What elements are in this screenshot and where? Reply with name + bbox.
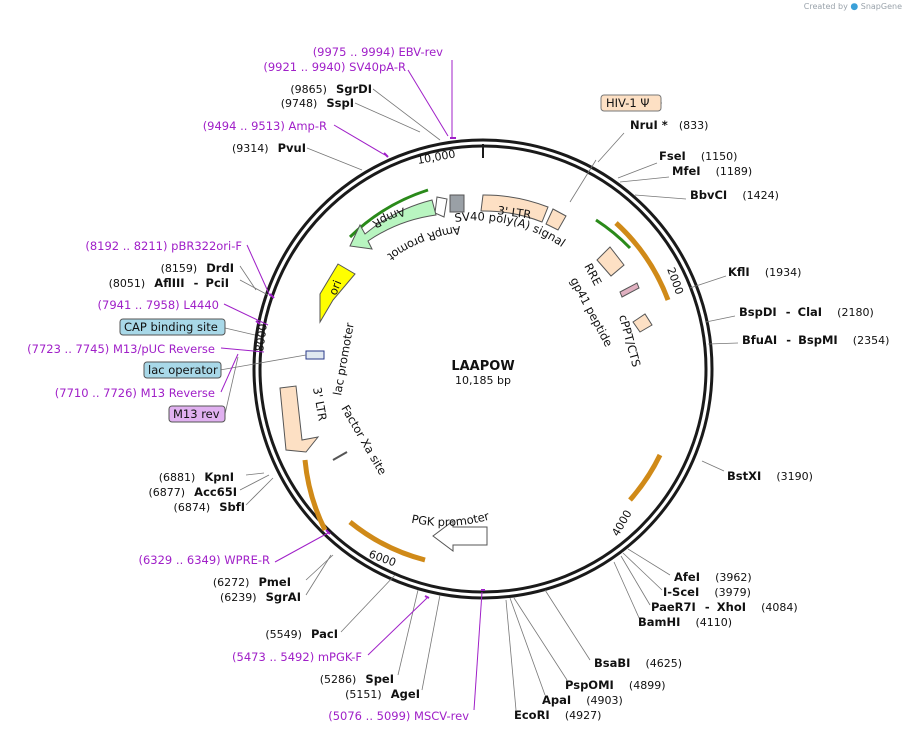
gray-feature — [449, 194, 465, 213]
site-afei: AfeI (3962) — [674, 566, 752, 585]
tick-label-10000: 10,000 — [416, 147, 456, 166]
site-paci: (5549) PacI — [265, 623, 338, 642]
site-spei: (5286) SpeI — [320, 668, 394, 687]
primer-mpgk-f: (5473 .. 5492) mPGK-F — [232, 650, 362, 664]
snapgene-brand: Created by ● SnapGene — [804, 2, 902, 12]
hiv1-psi-label: HIV-1 Ψ — [606, 96, 649, 110]
m13-rev-label: M13 rev — [173, 407, 220, 421]
green-arc-ampr — [348, 188, 429, 239]
primer-mscv-rev: (5076 .. 5099) MSCV-rev — [328, 709, 469, 723]
site-bspdi-clai: BspDI - ClaI (2180) — [739, 301, 874, 320]
feature-arcs — [302, 188, 671, 563]
orange-arc-2 — [628, 453, 663, 502]
boxed-label-m13rev: M13 rev — [168, 405, 226, 423]
brand-prefix: Created by — [803, 2, 848, 11]
boxed-label-lac-operator: lac operator — [143, 361, 222, 379]
site-nrui: NruI * (833) — [630, 114, 708, 133]
primer-ebv-rev: (9975 .. 9994) EBV-rev — [313, 45, 443, 59]
lac-operator-feature — [305, 350, 325, 360]
primer-pbr322ori-f: (8192 .. 8211) pBR322ori-F — [85, 239, 242, 253]
factor-xa-label: Factor Xa site — [338, 403, 389, 478]
small-feature-sv40 — [545, 208, 567, 231]
ltr3-left-feature — [279, 385, 320, 453]
site-labels-right: NruI * (833) FseI (1150) MfeI (1189) Bbv… — [514, 114, 889, 723]
site-acc65i: (6877) Acc65I — [149, 481, 238, 500]
primer-labels: (9975 .. 9994) EBV-rev (9921 .. 9940) SV… — [27, 45, 469, 723]
site-bsabi: BsaBI (4625) — [594, 652, 682, 671]
primer-marks — [255, 137, 485, 599]
plasmid-name: LAAPOW — [451, 359, 514, 374]
site-agei: (5151) AgeI — [345, 683, 420, 702]
ltr3-top-feature — [480, 194, 549, 223]
site-fsei: FseI (1150) — [659, 145, 737, 164]
site-pspomi: PspOMI (4899) — [565, 674, 665, 693]
site-drdi: (8159) DrdI — [161, 257, 234, 276]
lac-promoter-label: lac promoter — [330, 321, 357, 396]
site-labels-left: (9865) SgrDI (9748) SspI (9314) PvuI (81… — [109, 78, 420, 702]
snapgene-logo-icon: ● — [850, 2, 859, 12]
primer-connectors — [220, 60, 483, 711]
orange-arc-1 — [614, 221, 671, 301]
tick-label-4000: 4000 — [609, 508, 634, 539]
cap-binding-site-label: CAP binding site — [124, 320, 218, 334]
ori-feature — [319, 263, 356, 324]
boxed-label-hiv1: HIV-1 Ψ — [600, 94, 662, 112]
ampr-feature — [349, 199, 437, 250]
green-arc-1 — [595, 218, 632, 250]
site-sspi: (9748) SspI — [281, 92, 354, 111]
site-mfei: MfeI (1189) — [672, 160, 752, 179]
site-ecori: EcoRI (4927) — [514, 704, 601, 723]
boxed-label-cap: CAP binding site — [119, 318, 226, 336]
site-sbfi: (6874) SbfI — [174, 496, 245, 515]
site-connectors — [219, 88, 739, 711]
site-bbvci: BbvCI (1424) — [690, 184, 779, 203]
brand-name: SnapGene — [860, 2, 902, 11]
orange-arc-4 — [302, 459, 328, 532]
site-sgrdi: (9865) SgrDI — [290, 78, 372, 97]
plasmid-size: 10,185 bp — [455, 374, 511, 387]
site-bfuai-bspmi: BfuAI - BspMI (2354) — [742, 329, 889, 348]
primer-m13-puc-reverse: (7723 .. 7745) M13/pUC Reverse — [27, 342, 215, 356]
site-afliii-pcii: (8051) AflIII - PciI — [109, 272, 229, 291]
ori-label: ori — [326, 278, 345, 297]
site-pvui: (9314) PvuI — [232, 137, 306, 156]
gp41-feature — [619, 282, 640, 298]
rre-feature — [596, 246, 625, 277]
primer-l4440: (7941 .. 7958) L4440 — [98, 298, 219, 312]
pgk-promoter-feature — [432, 520, 488, 552]
factor-xa-feature — [332, 451, 348, 461]
site-apai: ApaI (4903) — [542, 689, 623, 708]
primer-amp-r: (9494 .. 9513) Amp-R — [203, 119, 327, 133]
site-i-scei: I-SceI (3979) — [663, 581, 751, 600]
primer-m13-reverse: (7710 .. 7726) M13 Reverse — [55, 386, 215, 400]
site-kfli: KflI (1934) — [728, 261, 801, 280]
cppt-feature — [632, 313, 653, 333]
primer-wpre-r: (6329 .. 6349) WPRE-R — [139, 553, 271, 567]
site-pmei: (6272) PmeI — [213, 571, 291, 590]
ltr3-top-label: 3' LTR — [497, 203, 533, 222]
site-kpni: (6881) KpnI — [159, 466, 234, 485]
orange-arc-3 — [348, 520, 426, 563]
site-bamhi: BamHI (4110) — [638, 611, 732, 630]
pgk-label: PGK promoter — [411, 509, 491, 529]
white-feature — [434, 196, 448, 218]
ltr3-left-label: 3' LTR — [310, 386, 330, 422]
primer-sv40pa-r: (9921 .. 9940) SV40pA-R — [263, 60, 406, 74]
site-paer7i-xhoi: PaeR7I - XhoI (4084) — [651, 596, 798, 615]
lac-operator-label: lac operator — [148, 363, 218, 377]
site-bstxi: BstXI (3190) — [727, 465, 813, 484]
site-sgrai: (6239) SgrAI — [220, 586, 301, 605]
tick-label-8000: 8000 — [253, 323, 270, 353]
